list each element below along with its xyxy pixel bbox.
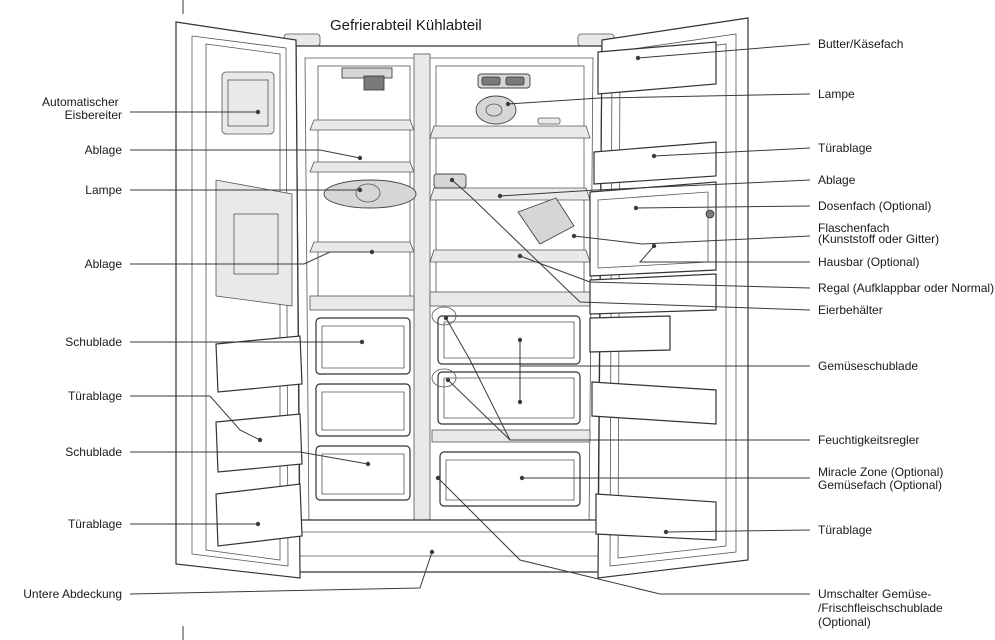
label-dosenfach: Dosenfach (Optional) bbox=[818, 199, 931, 213]
label-lampe: Lampe bbox=[85, 183, 122, 197]
label-lampe: Lampe bbox=[818, 87, 855, 101]
right-door bbox=[589, 17, 749, 579]
label-ablage: Ablage bbox=[85, 143, 123, 157]
label-butter-kaesefach: Butter/Käsefach bbox=[818, 37, 903, 51]
leader-dots bbox=[255, 55, 669, 555]
diagram-title: Gefrierabteil Kühlabteil bbox=[330, 17, 482, 34]
left-labels: Automatischer Eisbereiter Ablage Lampe A… bbox=[23, 95, 122, 601]
label-flaschenfach: Flaschenfach (Kunststoff oder Gitter) bbox=[818, 221, 939, 246]
label-feuchtigkeitsregler: Feuchtigkeitsregler bbox=[818, 433, 919, 447]
label-gemueseschublade: Gemüseschublade bbox=[818, 359, 918, 373]
right-labels: Butter/Käsefach Lampe Türablage Ablage D… bbox=[818, 37, 994, 629]
label-tuerablage: Türablage bbox=[818, 523, 872, 537]
leader-lines bbox=[129, 43, 811, 595]
label-schublade: Schublade bbox=[65, 445, 122, 459]
label-untere-abdeckung: Untere Abdeckung bbox=[23, 587, 122, 601]
label-ablage: Ablage bbox=[818, 173, 856, 187]
label-ablage: Ablage bbox=[85, 257, 123, 271]
left-door bbox=[175, 21, 303, 579]
label-schublade: Schublade bbox=[65, 335, 122, 349]
label-tuerablage: Türablage bbox=[68, 517, 122, 531]
label-umschalter: Umschalter Gemüse- /Frischfleischschubla… bbox=[818, 587, 946, 629]
label-miracle-zone: Miracle Zone (Optional) Gemüsefach (Opti… bbox=[818, 465, 947, 492]
label-tuerablage: Türablage bbox=[818, 141, 872, 155]
label-eisbereiter: Automatischer Eisbereiter bbox=[42, 95, 122, 122]
label-hausbar: Hausbar (Optional) bbox=[818, 255, 919, 269]
label-tuerablage: Türablage bbox=[68, 389, 122, 403]
label-regal: Regal (Aufklappbar oder Normal) bbox=[818, 281, 994, 295]
fridge-body bbox=[257, 33, 641, 573]
label-eierbehaelter: Eierbehälter bbox=[818, 303, 883, 317]
